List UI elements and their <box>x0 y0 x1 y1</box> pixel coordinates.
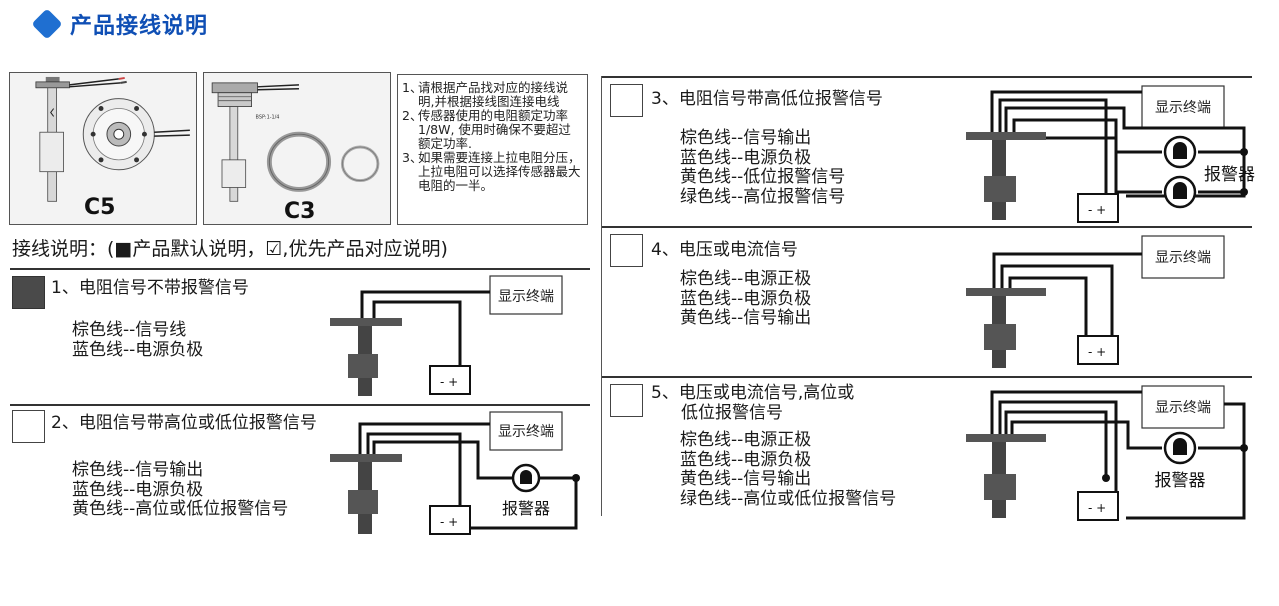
section-5-wiring-diagram: 显示终端 报警器 - + <box>966 385 1248 521</box>
divider <box>602 76 1252 78</box>
product-photo-c3: BSP:1-1/4 C3 <box>203 72 391 225</box>
svg-text:- +: - + <box>1088 345 1106 359</box>
section-4-checkbox <box>610 234 643 267</box>
display-terminal-label: 显示终端 <box>1155 250 1211 266</box>
page-title: 产品接线说明 <box>70 14 209 39</box>
alarm-label: 报警器 <box>1204 165 1255 185</box>
section-5-title: 5、电压或电流信号,高位或 低位报警信号 <box>651 383 855 423</box>
svg-text:- +: - + <box>440 515 458 529</box>
section-4-wiring-diagram: 显示终端 - + <box>966 235 1225 368</box>
usage-notes: 1、请根据产品找对应的接线说明,并根据接线图连接电线 2、传感器使用的电阻额定功… <box>397 74 588 225</box>
section-2-wires: 棕色线--信号输出 蓝色线--电源负极 黄色线--高位或低位报警信号 <box>72 460 289 519</box>
section-1-checkbox <box>12 276 45 309</box>
battery-icon <box>429 365 471 395</box>
bullet-diamond-icon <box>31 8 63 40</box>
section-3-wires: 棕色线--信号输出 蓝色线--电源负极 黄色线--低位报警信号 绿色线--高位报… <box>680 128 846 207</box>
display-terminal-box <box>1141 385 1225 429</box>
display-terminal-label: 显示终端 <box>1155 100 1211 116</box>
section-1-wiring-diagram: 显示终端 - + <box>330 275 563 396</box>
display-terminal-box <box>1141 235 1225 279</box>
section-1-wires: 棕色线--信号线 蓝色线--电源负极 <box>72 320 204 360</box>
divider <box>602 376 1252 378</box>
divider <box>10 268 590 270</box>
battery-icon <box>429 505 471 535</box>
section-4-title: 4、电压或电流信号 <box>651 240 798 260</box>
svg-text:- +: - + <box>1088 501 1106 515</box>
product-thread-label-c3: BSP:1-1/4 <box>256 114 280 120</box>
battery-icon <box>1077 491 1119 521</box>
divider <box>602 226 1252 228</box>
section-2-checkbox <box>12 410 45 443</box>
section-3-title: 3、电阻信号带高低位报警信号 <box>651 89 883 109</box>
battery-icon <box>1077 335 1119 365</box>
section-3-wiring-diagram: 显示终端 报警器 - + <box>966 85 1255 223</box>
note-item: 3、如果需要连接上拉电阻分压，上拉电阻可以选择传感器最大电阻的一半。 <box>402 150 581 193</box>
section-2-title: 2、电阻信号带高位或低位报警信号 <box>51 413 317 433</box>
section-4-wires: 棕色线--电源正极 蓝色线--电源负极 黄色线--信号输出 <box>680 269 812 328</box>
column-divider <box>601 76 602 516</box>
wiring-legend: 接线说明：(■产品默认说明，☑,优先产品对应说明) <box>12 238 448 260</box>
product-label-c3: C3 <box>284 199 316 224</box>
page-header: 产品接线说明 <box>31 8 209 40</box>
divider <box>10 404 590 406</box>
section-5-wires: 棕色线--电源正极 蓝色线--电源负极 黄色线--信号输出 绿色线--高位或低位… <box>680 430 897 509</box>
section-2-wiring-diagram: 显示终端 报警器 - + <box>330 411 580 535</box>
product-photo-c5: C5 <box>9 72 197 225</box>
note-item: 1、请根据产品找对应的接线说明,并根据接线图连接电线 <box>402 80 569 109</box>
section-1-title: 1、电阻信号不带报警信号 <box>51 278 249 298</box>
alarm-label: 报警器 <box>1155 471 1206 491</box>
battery-icon <box>1077 193 1119 223</box>
product-label-c5: C5 <box>84 195 116 220</box>
note-item: 2、传感器使用的电阻额定功率1/8W, 使用时确保不要超过额定功率. <box>402 108 571 151</box>
display-terminal-label: 显示终端 <box>498 289 554 305</box>
svg-text:- +: - + <box>440 375 458 389</box>
alarm-label: 报警器 <box>502 499 550 518</box>
section-5-checkbox <box>610 384 643 417</box>
section-3-checkbox <box>610 84 643 117</box>
display-terminal-box <box>489 275 563 315</box>
display-terminal-label: 显示终端 <box>1155 400 1211 416</box>
display-terminal-label: 显示终端 <box>498 424 554 440</box>
svg-text:- +: - + <box>1088 203 1106 217</box>
display-terminal-box <box>489 411 563 451</box>
